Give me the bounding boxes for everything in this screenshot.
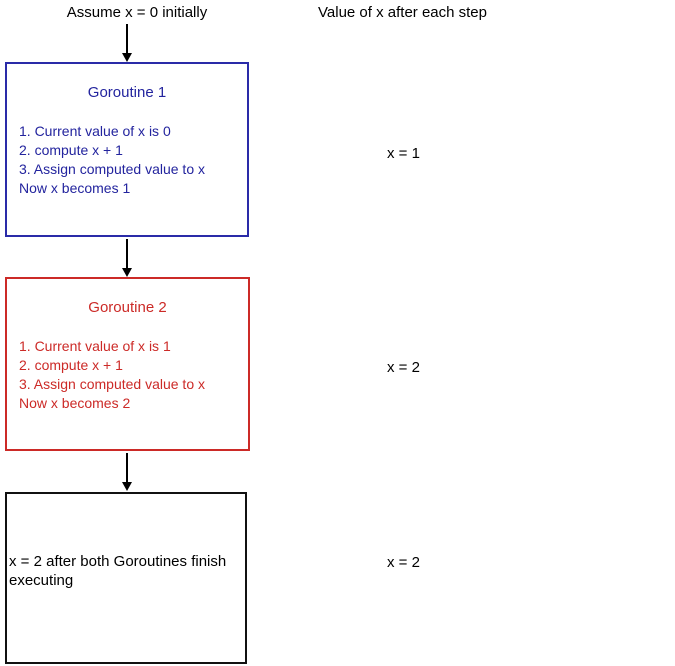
down-arrow-icon xyxy=(121,239,133,277)
goroutine-1-box: Goroutine 1 1. Current value of x is 0 2… xyxy=(5,62,249,237)
goroutine-1-title: Goroutine 1 xyxy=(87,84,167,101)
x-value-final: x = 2 xyxy=(387,554,420,571)
assumption-label: Assume x = 0 initially xyxy=(66,4,208,21)
goroutine-2-title: Goroutine 2 xyxy=(88,299,167,316)
arrow-shaft xyxy=(126,453,128,482)
step-line: 2. compute x + 1 xyxy=(19,142,123,158)
step-line: 1. Current value of x is 1 xyxy=(19,338,171,354)
arrow-head xyxy=(122,268,132,277)
step-line: 2. compute x + 1 xyxy=(19,357,123,373)
x-value-after-step-1: x = 1 xyxy=(387,145,420,162)
arrow-head xyxy=(122,482,132,491)
down-arrow-icon xyxy=(121,24,133,62)
down-arrow-icon xyxy=(121,453,133,491)
step-line: 3. Assign computed value to x xyxy=(19,376,205,392)
arrow-head xyxy=(122,53,132,62)
step-line: Now x becomes 1 xyxy=(19,180,131,196)
x-value-after-step-2: x = 2 xyxy=(387,359,420,376)
result-text: x = 2 after both Goroutines finish execu… xyxy=(9,553,227,589)
goroutine-2-steps: 1. Current value of x is 1 2. compute x … xyxy=(19,337,242,413)
step-line: 1. Current value of x is 0 xyxy=(19,123,171,139)
goroutine-1-steps: 1. Current value of x is 0 2. compute x … xyxy=(19,122,241,198)
arrow-shaft xyxy=(126,24,128,53)
arrow-shaft xyxy=(126,239,128,268)
step-line: 3. Assign computed value to x xyxy=(19,161,205,177)
values-column-header: Value of x after each step xyxy=(318,4,487,21)
goroutine-2-box: Goroutine 2 1. Current value of x is 1 2… xyxy=(5,277,250,451)
result-box: x = 2 after both Goroutines finish execu… xyxy=(5,492,247,664)
step-line: Now x becomes 2 xyxy=(19,395,131,411)
